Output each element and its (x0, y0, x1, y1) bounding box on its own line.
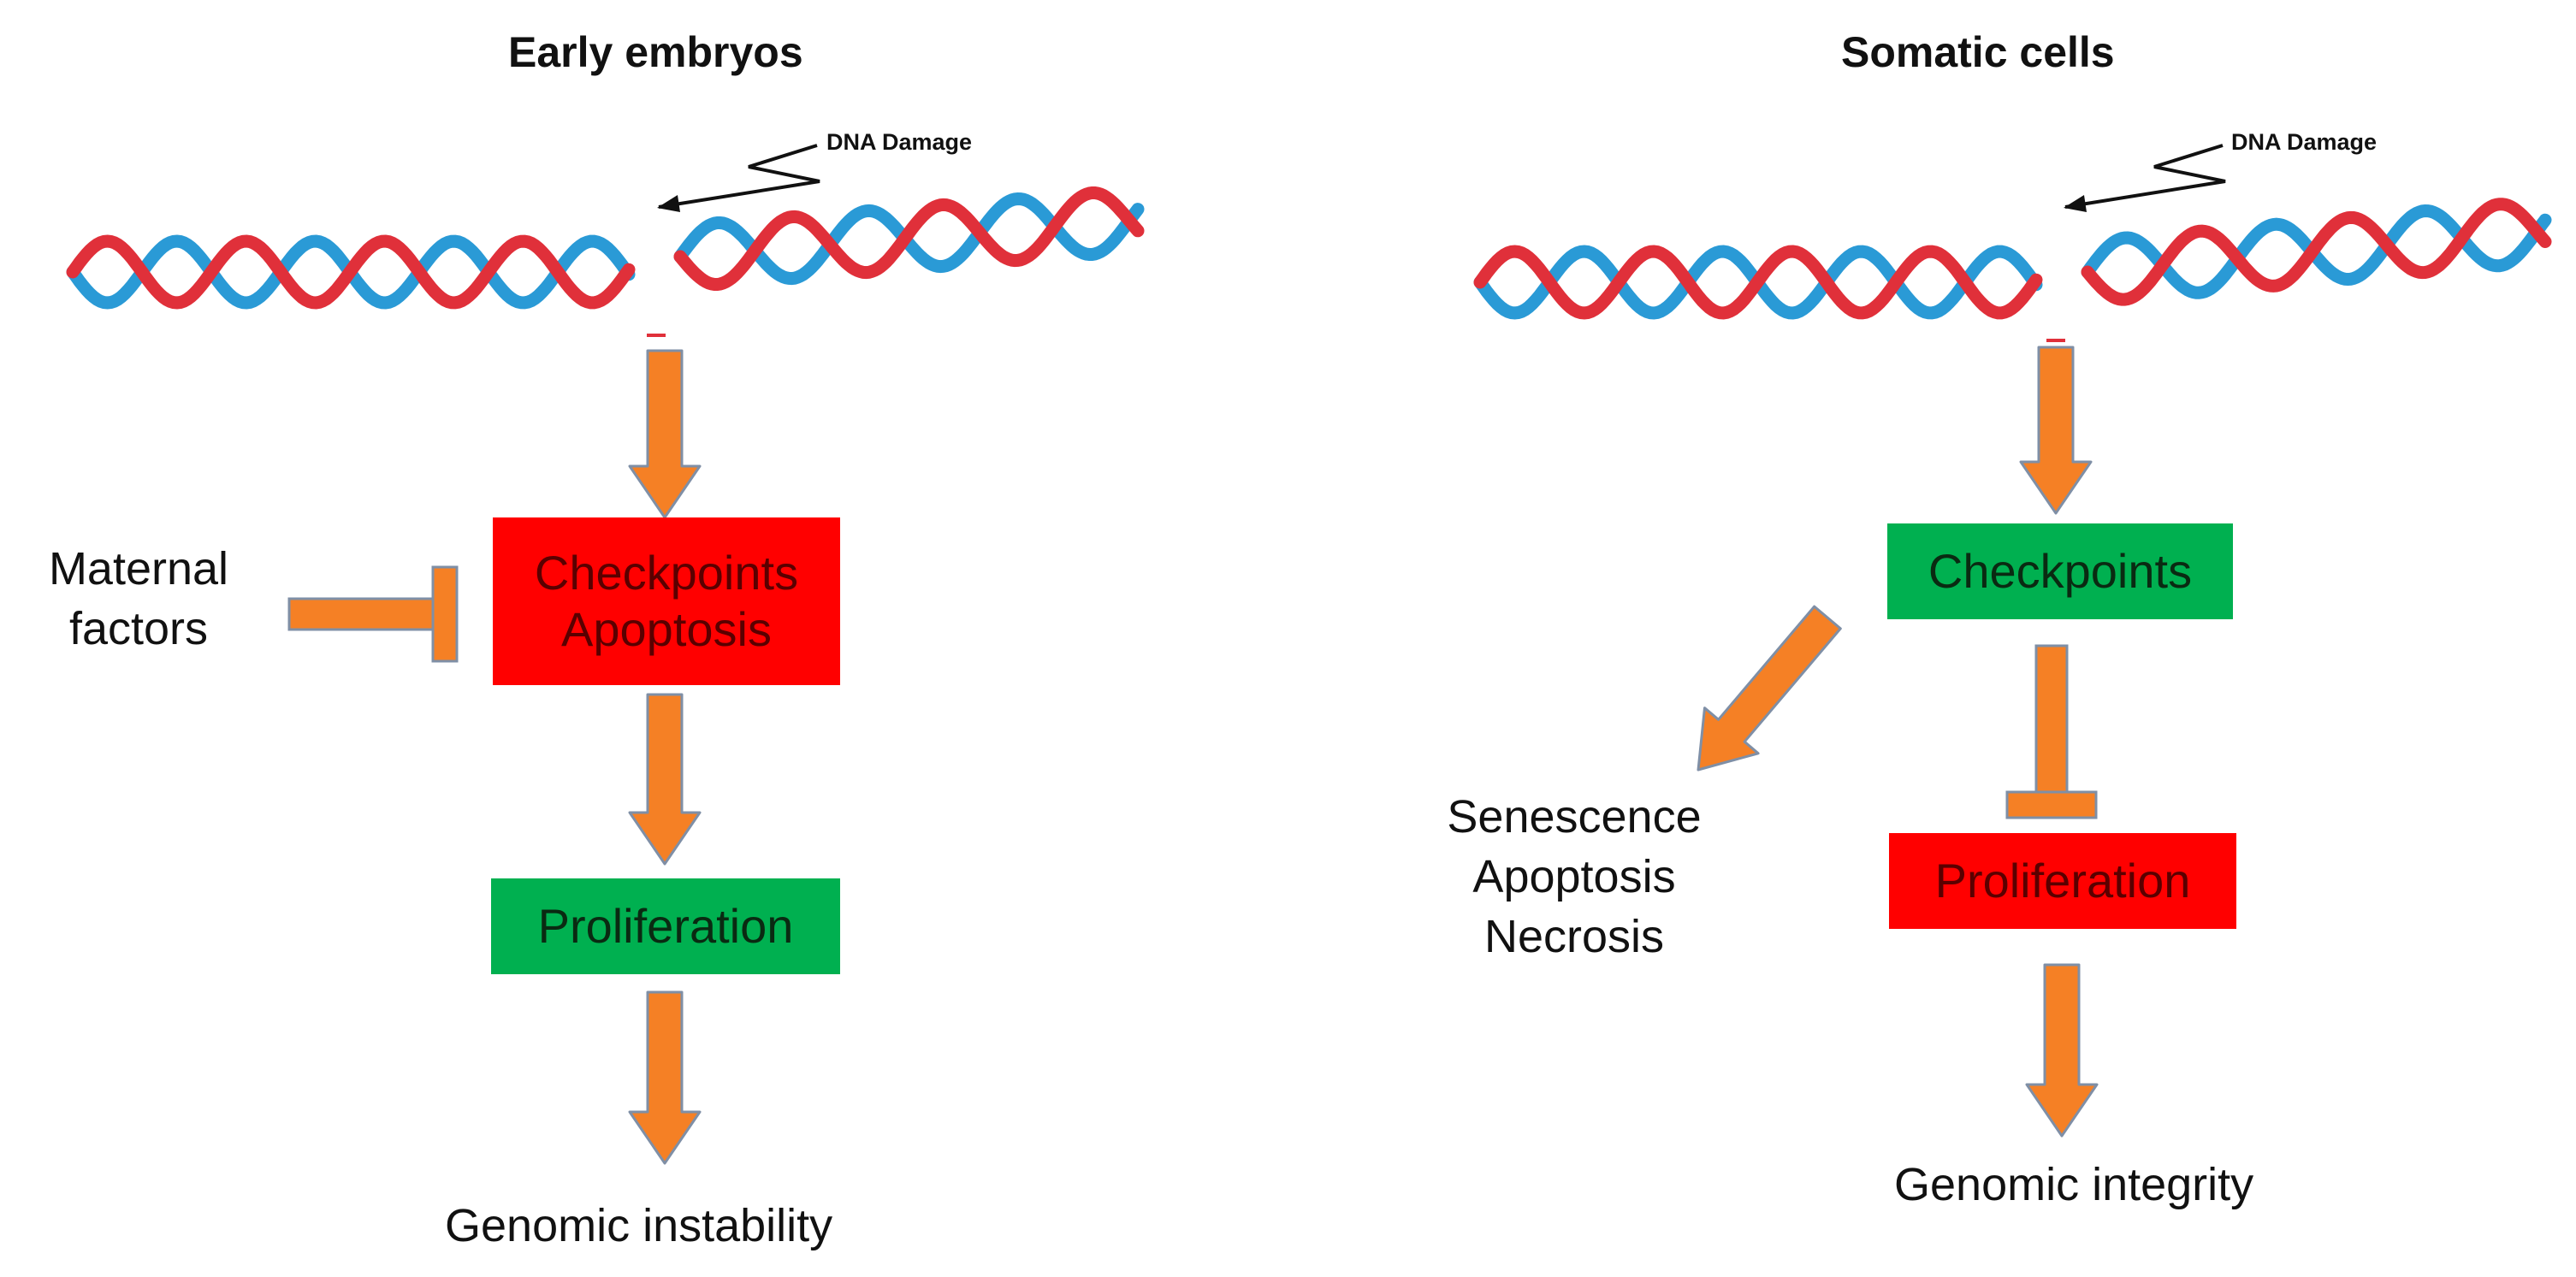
right-proliferation-label: Proliferation (1934, 853, 2191, 907)
left-dna-helix (66, 186, 1145, 310)
left-dna-damage-label: DNA Damage (826, 129, 973, 155)
dna-strand (1473, 245, 2043, 320)
right-dna-damage-label: DNA Damage (2231, 129, 2378, 155)
right-checkpoints-box: Checkpoints (1887, 523, 2233, 619)
left-lightning-icon (657, 144, 820, 212)
necrosis-label: Necrosis (1483, 911, 1665, 963)
left-proliferation-box: Proliferation (491, 878, 840, 974)
dna-to-checkpoints-arrow (628, 349, 702, 519)
dna-strand (66, 234, 636, 310)
right-dna-segment-2 (2081, 198, 2552, 306)
checkpoints-to-cell-fate-arrow (1697, 605, 1842, 772)
checkpoints-apoptosis-box: Checkpoints Apoptosis (493, 517, 840, 685)
right-dna-to-checkpoints-arrow (2019, 346, 2093, 515)
apoptosis-outcome-label: Apoptosis (1472, 851, 1676, 903)
right-dna-segment-1 (1473, 245, 2043, 320)
dna-strand (673, 186, 1145, 291)
maternal-factors-label: Maternal factors (27, 539, 250, 659)
right-checkpoints-label: Checkpoints (1928, 543, 2193, 598)
apoptosis-label: Apoptosis (561, 602, 772, 656)
checkpoint-inhibition-symbol (2005, 644, 2098, 819)
right-panel-title: Somatic cells (1841, 28, 2115, 76)
left-panel-title: Early embryos (508, 28, 803, 76)
maternal-label: Maternal (48, 543, 229, 594)
genomic-instability-label: Genomic instability (445, 1200, 833, 1251)
maternal-inhibition-symbol (287, 565, 459, 663)
left-proliferation-label: Proliferation (537, 898, 794, 953)
right-dna-helix (1473, 198, 2552, 320)
senescence-label: Senescence (1447, 791, 1702, 842)
right-proliferation-box: Proliferation (1889, 833, 2236, 929)
proliferation-to-instability-arrow (628, 990, 702, 1165)
right-lightning-icon (2064, 144, 2226, 212)
left-dna-segment-1 (66, 234, 636, 310)
left-dna-segment-2 (673, 186, 1145, 291)
proliferation-to-integrity-arrow (2025, 963, 2099, 1138)
checkpoints-to-proliferation-arrow (628, 693, 702, 866)
factors-label: factors (68, 603, 209, 655)
cell-fate-outcomes: Senescence Apoptosis Necrosis (1420, 787, 1728, 967)
dna-strand (2081, 198, 2552, 306)
genomic-integrity-label: Genomic integrity (1894, 1159, 2254, 1210)
checkpoints-label: Checkpoints (534, 545, 799, 600)
